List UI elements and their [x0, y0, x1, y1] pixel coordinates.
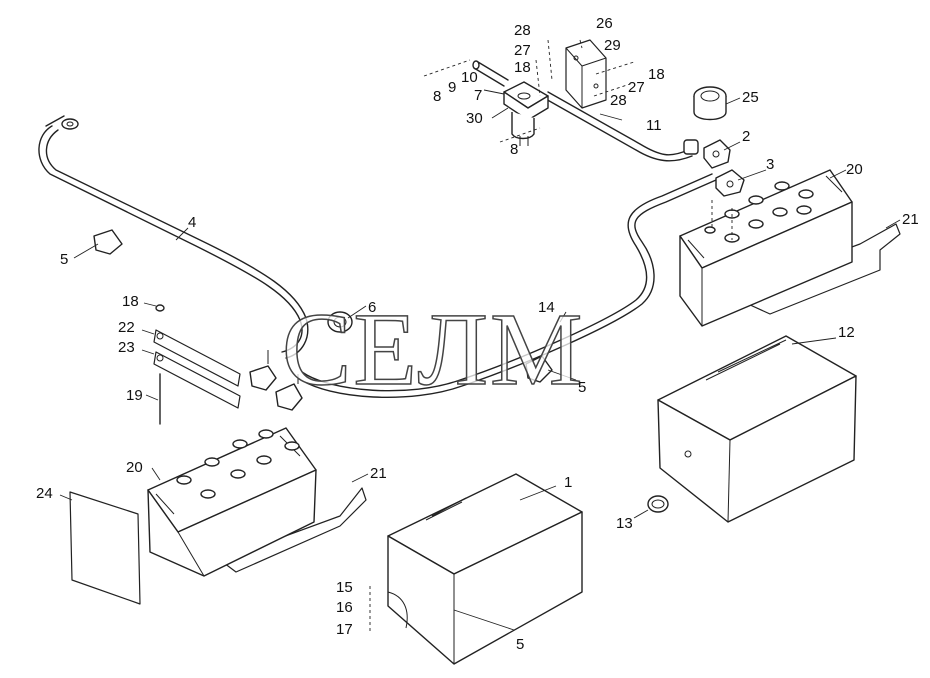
callout-5-middle: 5	[578, 379, 586, 396]
terminal-clamps-left	[249, 350, 303, 411]
callout-28-right: 28	[610, 92, 627, 109]
callout-11: 11	[646, 117, 662, 134]
insulating-panel-24	[69, 491, 141, 605]
battery-20-left	[147, 427, 367, 577]
callout-22: 22	[118, 319, 135, 336]
callout-28-upper: 28	[514, 22, 531, 39]
fasteners	[423, 39, 733, 240]
terminal-clamp-3	[715, 169, 745, 197]
cable-10	[472, 60, 509, 87]
callout-labels: 1 2 3 4 5 5 5 6 7 8 8 9 10 11 12 13 14 1…	[36, 15, 919, 653]
callout-8-lower: 8	[510, 141, 518, 158]
callout-27-right: 27	[628, 79, 645, 96]
callout-3: 3	[766, 156, 774, 173]
watermark: СЕЛМ	[282, 292, 585, 407]
bracket-29	[565, 39, 607, 109]
callout-20-right: 20	[846, 161, 863, 178]
battery-cover-1	[369, 473, 583, 665]
cable-4	[38, 115, 309, 359]
cable-lug-icon	[61, 118, 79, 130]
callout-30: 30	[466, 110, 483, 127]
callout-9: 9	[448, 79, 456, 96]
callout-19: 19	[126, 387, 143, 404]
battery-cover-12	[657, 335, 857, 523]
callout-16: 16	[336, 599, 353, 616]
cable-clip-5-lower	[525, 355, 553, 383]
callout-17: 17	[336, 621, 353, 638]
battery-switch-30	[503, 81, 549, 146]
callout-12: 12	[838, 324, 855, 341]
callout-18-right: 18	[648, 66, 665, 83]
leader-lines	[59, 89, 901, 631]
battery-20-right	[679, 169, 901, 327]
callout-21-left: 21	[370, 465, 387, 482]
callout-29: 29	[604, 37, 621, 54]
callout-4: 4	[188, 214, 196, 231]
callout-13: 13	[616, 515, 633, 532]
terminal-cover-25	[693, 86, 727, 121]
callout-18-upper: 18	[514, 59, 531, 76]
callout-8-upper: 8	[433, 88, 441, 105]
callout-6: 6	[368, 299, 376, 316]
callout-23: 23	[118, 339, 135, 356]
callout-20-left: 20	[126, 459, 143, 476]
callout-18-left: 18	[122, 293, 139, 310]
terminal-clamp-2	[703, 139, 731, 169]
callout-21-right: 21	[902, 211, 919, 228]
callout-24: 24	[36, 485, 53, 502]
callout-15: 15	[336, 579, 353, 596]
grommet-6	[327, 311, 353, 333]
cable-clip-5-upper	[93, 229, 123, 255]
cable-14	[297, 173, 717, 399]
callout-5-lower: 5	[516, 636, 524, 653]
callout-27-upper: 27	[514, 42, 531, 59]
callout-2: 2	[742, 128, 750, 145]
callout-14: 14	[538, 299, 555, 316]
callout-7: 7	[474, 87, 482, 104]
callout-26: 26	[596, 15, 613, 32]
cable-11	[543, 91, 699, 162]
callout-10: 10	[461, 69, 478, 86]
callout-5-upper: 5	[60, 251, 68, 268]
hold-down-bracket	[153, 304, 241, 425]
callout-1: 1	[564, 474, 572, 491]
grommet-13	[647, 495, 669, 513]
callout-25: 25	[742, 89, 759, 106]
